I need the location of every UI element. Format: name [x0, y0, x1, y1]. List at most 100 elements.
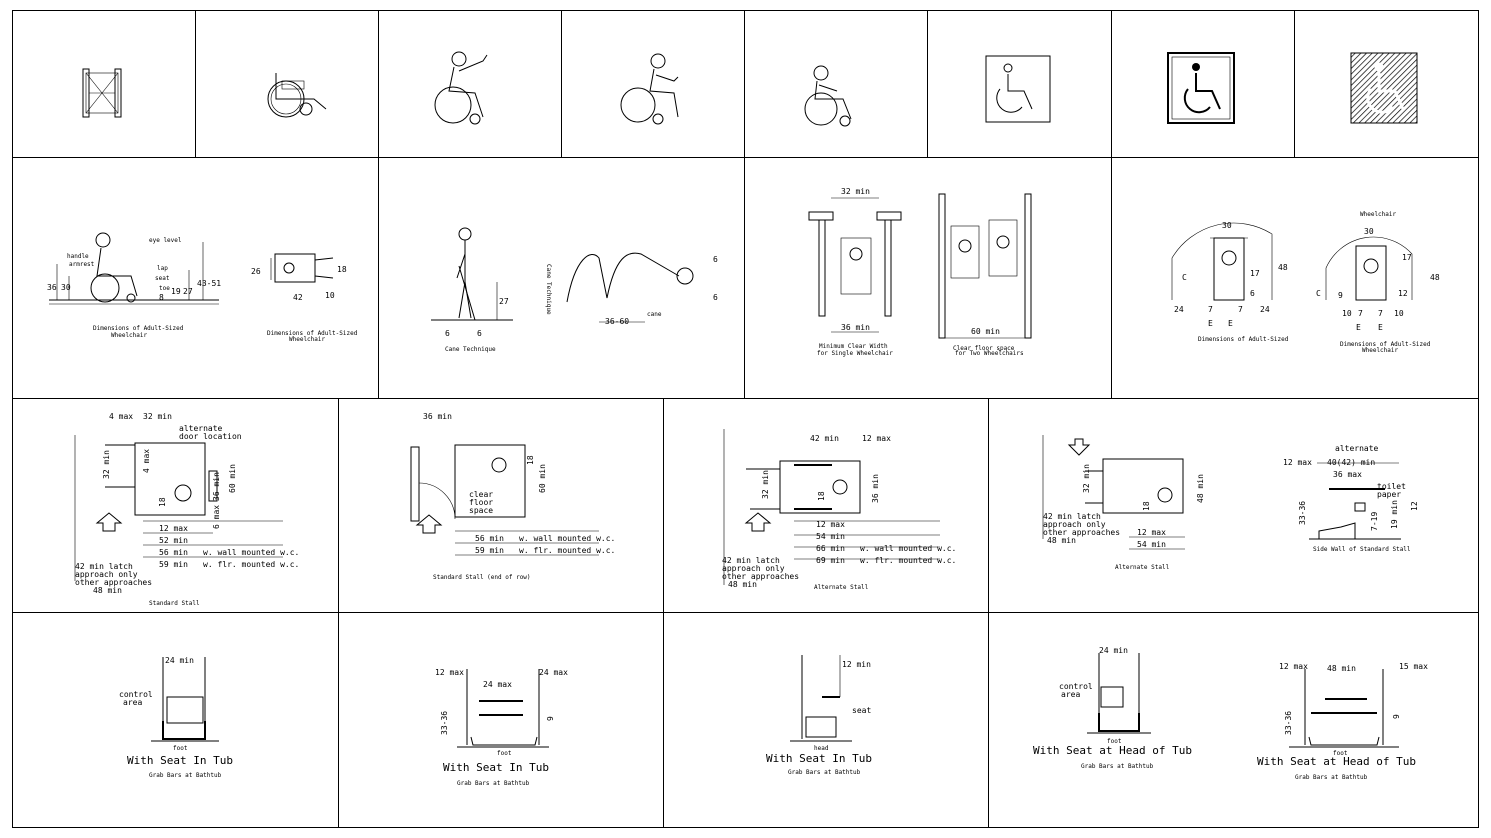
caption: Dimensions of Adult-Sized: [1198, 336, 1289, 343]
dim-label: 12 max: [1137, 528, 1166, 537]
dim-label: foot: [497, 750, 512, 757]
dim-label: 10: [1394, 309, 1404, 318]
person-in-wheelchair-icon: [804, 65, 852, 127]
caption: Dimensions of Adult-Sized: [1340, 341, 1431, 348]
adult-wheelchair-diagram: 36 30 27 19 8 43-51 eye level handle arm…: [47, 232, 358, 343]
dim-label: 12: [1398, 289, 1408, 298]
alternate-stall-diagram: 42 min 12 max 32 min 36 min 18 12 max 54…: [722, 429, 956, 591]
dim-label: 30: [1222, 221, 1232, 230]
tub-diagram: 12 min seat head With Seat In Tub Grab B…: [766, 655, 872, 776]
dim-label: 48 min: [93, 586, 122, 595]
symbol-wheelchair-side: [195, 10, 379, 158]
dim-label: 12 max: [816, 520, 845, 529]
dim-label: 12 max: [1283, 458, 1312, 467]
dim-label: lap: [157, 265, 168, 272]
dim-label: head: [814, 745, 829, 752]
dim-label: 54 min: [816, 532, 845, 541]
panel-alternate-stall: 42 min 12 max 32 min 36 min 18 12 max 54…: [663, 398, 989, 613]
dim-label: 32 min: [102, 450, 111, 479]
dim-label: 6: [477, 329, 482, 338]
dim-label: 42 min: [810, 434, 839, 443]
clear-width-diagram: 32 min 36 min Minimum Clear Width for Si…: [808, 187, 1032, 357]
dim-label: 66 min: [816, 544, 845, 553]
title: With Seat In Tub: [766, 752, 872, 765]
dim-label: 60 min: [971, 327, 1000, 336]
dim-label: approach only: [722, 564, 785, 573]
caption: Grab Bars at Bathtub: [788, 769, 861, 776]
dim-label: 36 max: [1333, 470, 1362, 479]
dim-label: 24: [1174, 305, 1184, 314]
dim-label: other approaches: [75, 578, 152, 587]
dim-label: 48: [1430, 273, 1440, 282]
caption: Grab Bars at Bathtub: [1295, 774, 1368, 781]
symbol-person-wheelchair-2: [561, 10, 745, 158]
tub-diagram: 24 max 12 max 24 max 33-36 9 foot With S…: [435, 668, 568, 787]
dim-label: paper: [1377, 490, 1401, 499]
tub-diagram: 24 min control area foot With Seat at He…: [1033, 646, 1428, 781]
alternate-side-diagram: 32 min 48 min 18 12 max 54 min 42 min la…: [1042, 435, 1419, 571]
dim-label: toe: [159, 285, 170, 292]
dim-label: 19 min: [1390, 500, 1399, 529]
dim-label: w. flr. mounted w.c.: [203, 560, 299, 569]
dim-label: 24 max: [483, 680, 512, 689]
symbol-person-wheelchair-1: [378, 10, 562, 158]
dim-label: w. wall mounted w.c.: [519, 534, 615, 543]
caption: Grab Bars at Bathtub: [1081, 763, 1154, 770]
panel-tub-1: 24 min control area foot With Seat In Tu…: [12, 612, 339, 828]
person-in-wheelchair-icon: [620, 53, 679, 125]
dim-label: 24 min: [165, 656, 194, 665]
dim-label: seat: [155, 275, 170, 282]
dim-label: 48 min: [1047, 536, 1076, 545]
dim-label: 10: [325, 291, 335, 300]
dim-label: 26: [251, 267, 261, 276]
dim-label: 43-51: [197, 279, 221, 288]
title: With Seat In Tub: [127, 754, 233, 767]
dim-label: 6: [445, 329, 450, 338]
dim-label: 59 min: [159, 560, 188, 569]
dim-label: 36: [47, 283, 57, 292]
dim-label: 54 min: [1137, 540, 1166, 549]
caption: for Single Wheelchair: [817, 350, 893, 357]
dim-label: 42: [293, 293, 303, 302]
dim-label: 36-60: [605, 317, 629, 326]
symbol-person-wheelchair-3: [744, 10, 928, 158]
dim-label: 7: [1208, 305, 1213, 314]
dim-label: space: [469, 506, 493, 515]
standard-stall-diagram: 4 max 32 min alternate door location 32 …: [74, 412, 299, 607]
dim-label: 9: [1392, 714, 1401, 719]
dim-label: 48: [1278, 263, 1288, 272]
person-in-wheelchair-icon: [434, 51, 488, 125]
dim-label: 24 min: [1099, 646, 1128, 655]
dim-label: 7: [1238, 305, 1243, 314]
dim-label: 42 min latch: [722, 556, 780, 565]
dim-label: 42 min latch: [75, 562, 133, 571]
dim-label: 4 max: [109, 412, 133, 421]
dim-label: 18: [526, 455, 535, 465]
dim-label: 36 min: [871, 474, 880, 503]
dim-label: w. flr. mounted w.c.: [860, 556, 956, 565]
caption: Side Wall of Standard Stall: [1313, 546, 1411, 553]
dim-label: 40(42) min: [1327, 458, 1375, 467]
dim-label: 6 max: [212, 505, 221, 529]
dim-label: 15 max: [1399, 662, 1428, 671]
dim-label: 7-19: [1370, 512, 1379, 531]
dim-label: handle: [67, 253, 89, 260]
dim-label: 9: [546, 716, 555, 721]
dim-label: 60 min: [538, 464, 547, 493]
dim-label: E: [1356, 323, 1361, 332]
dim-label: 32 min: [1082, 464, 1091, 493]
dim-label: floor: [469, 498, 493, 507]
dim-label: 18: [337, 265, 347, 274]
dim-label: other approaches: [1043, 528, 1120, 537]
dim-label: 30: [61, 283, 71, 292]
dim-label: 36 min: [212, 472, 221, 501]
symbol-access-hatched: [1294, 10, 1479, 158]
dim-label: 19: [171, 287, 181, 296]
dim-label: 69 min: [816, 556, 845, 565]
dim-label: 48 min: [1327, 664, 1356, 673]
dim-label: 48 min: [1196, 474, 1205, 503]
dim-label: 6: [1250, 289, 1255, 298]
dim-label: E: [1228, 319, 1233, 328]
dim-label: foot: [1333, 750, 1348, 757]
symbol-access-outline: [927, 10, 1112, 158]
